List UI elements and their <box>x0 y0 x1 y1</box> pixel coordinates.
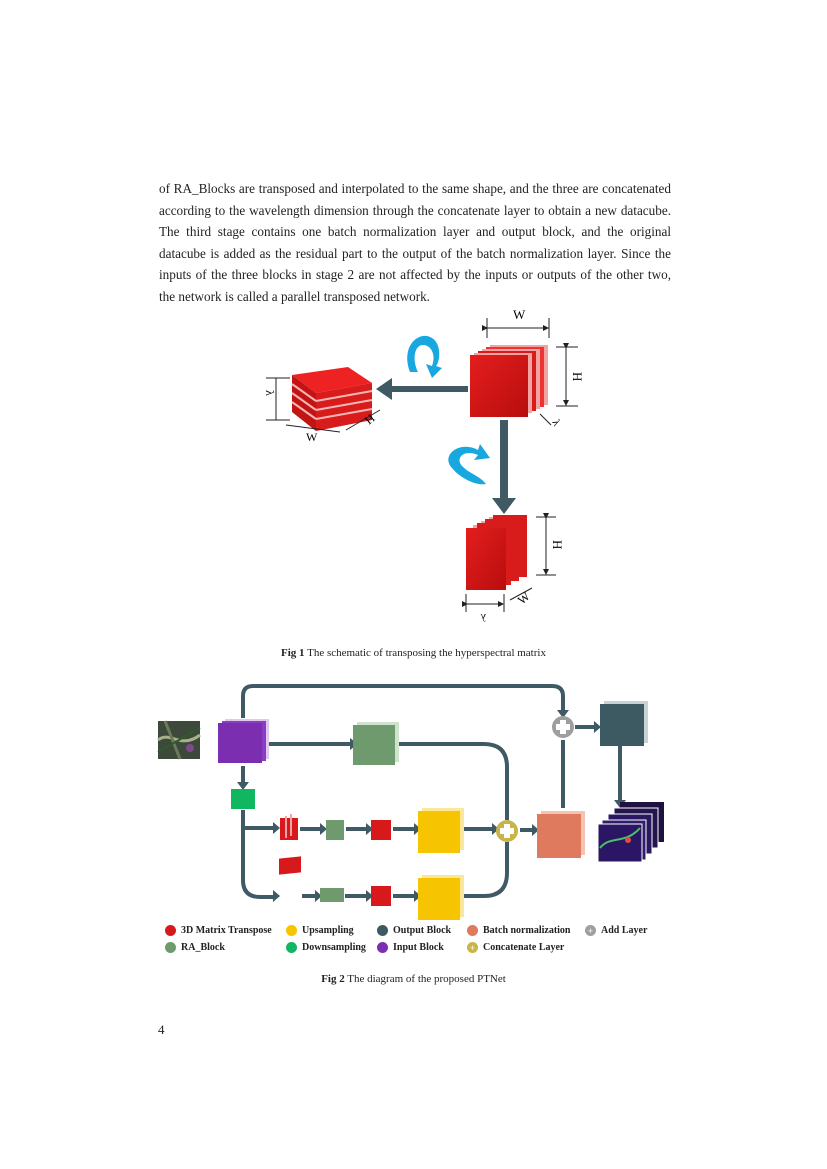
legend-item: 3D Matrix Transpose <box>165 925 272 936</box>
para-line: the network is called a parallel transpo… <box>159 288 430 304</box>
dim-label-lambda: λ <box>549 418 562 429</box>
legend-item: +Add Layer <box>585 925 647 936</box>
dot-icon <box>377 942 388 953</box>
transpose-block-2 <box>279 856 301 875</box>
legend-item: Upsampling <box>286 925 354 936</box>
dim-label-w-left: W <box>306 430 318 444</box>
output-image-stack <box>597 802 664 863</box>
output-block <box>600 701 648 746</box>
para-line: of RA_Blocks are transposed and interpol… <box>159 181 671 196</box>
ra-block-branch-2 <box>320 888 344 902</box>
input-block <box>218 719 269 763</box>
para-line: according to the wavelength dimension th… <box>159 202 671 218</box>
downsampling-block <box>231 789 255 809</box>
legend-item: Output Block <box>377 925 451 936</box>
legend-item: RA_Block <box>165 942 225 953</box>
legend-item: +Concatenate Layer <box>467 942 564 953</box>
add-icon <box>552 716 574 738</box>
fig2-ptnet-diagram <box>157 684 664 920</box>
dim-label-h-bottom: H <box>550 540 565 549</box>
para-line: The third stage contains one batch norma… <box>159 224 671 240</box>
bottom-tall-cube <box>466 515 527 590</box>
main-cube <box>470 345 548 417</box>
concat-icon: + <box>467 942 478 953</box>
upsampling-block-1 <box>418 808 464 853</box>
dot-icon <box>286 925 297 936</box>
dot-icon <box>165 925 176 936</box>
dim-label-h: H <box>570 372 585 381</box>
dim-label-w-bottom: W <box>515 589 533 607</box>
para-line: inputs of the three blocks in stage 2 ar… <box>159 267 671 283</box>
ra-block-top <box>353 722 399 765</box>
para-line: datacube is added as the residual part t… <box>159 245 671 261</box>
left-flat-cube <box>291 367 373 431</box>
concat-icon <box>496 820 518 842</box>
fig2-caption: Fig 2 The diagram of the proposed PTNet <box>321 973 506 985</box>
add-icon: + <box>585 925 596 936</box>
transpose-block-1b <box>371 820 391 840</box>
page-number: 4 <box>158 1022 165 1037</box>
legend-item: Batch normalization <box>467 925 571 936</box>
legend-item: Input Block <box>377 942 444 953</box>
transpose-block-2b <box>371 886 391 906</box>
ra-block-branch-1 <box>326 820 344 840</box>
dot-icon <box>165 942 176 953</box>
dim-label-w: W <box>513 307 526 322</box>
body-paragraph: of RA_Blocks are transposed and interpol… <box>159 178 671 308</box>
fig1-transpose-schematic: W H λ λ W H H <box>263 307 585 623</box>
dot-icon <box>377 925 388 936</box>
legend-item: Downsampling <box>286 942 366 953</box>
transpose-block-1 <box>280 814 298 840</box>
batch-norm-block <box>537 811 585 858</box>
dot-icon <box>467 925 478 936</box>
upsampling-block-2 <box>418 875 464 920</box>
dim-label-lambda-left: λ <box>263 390 277 396</box>
input-image-thumbnail <box>157 720 201 760</box>
fig1-caption: Fig 1 The schematic of transposing the h… <box>281 647 546 659</box>
dim-label-lambda-bottom: λ <box>480 611 486 623</box>
dot-icon <box>286 942 297 953</box>
